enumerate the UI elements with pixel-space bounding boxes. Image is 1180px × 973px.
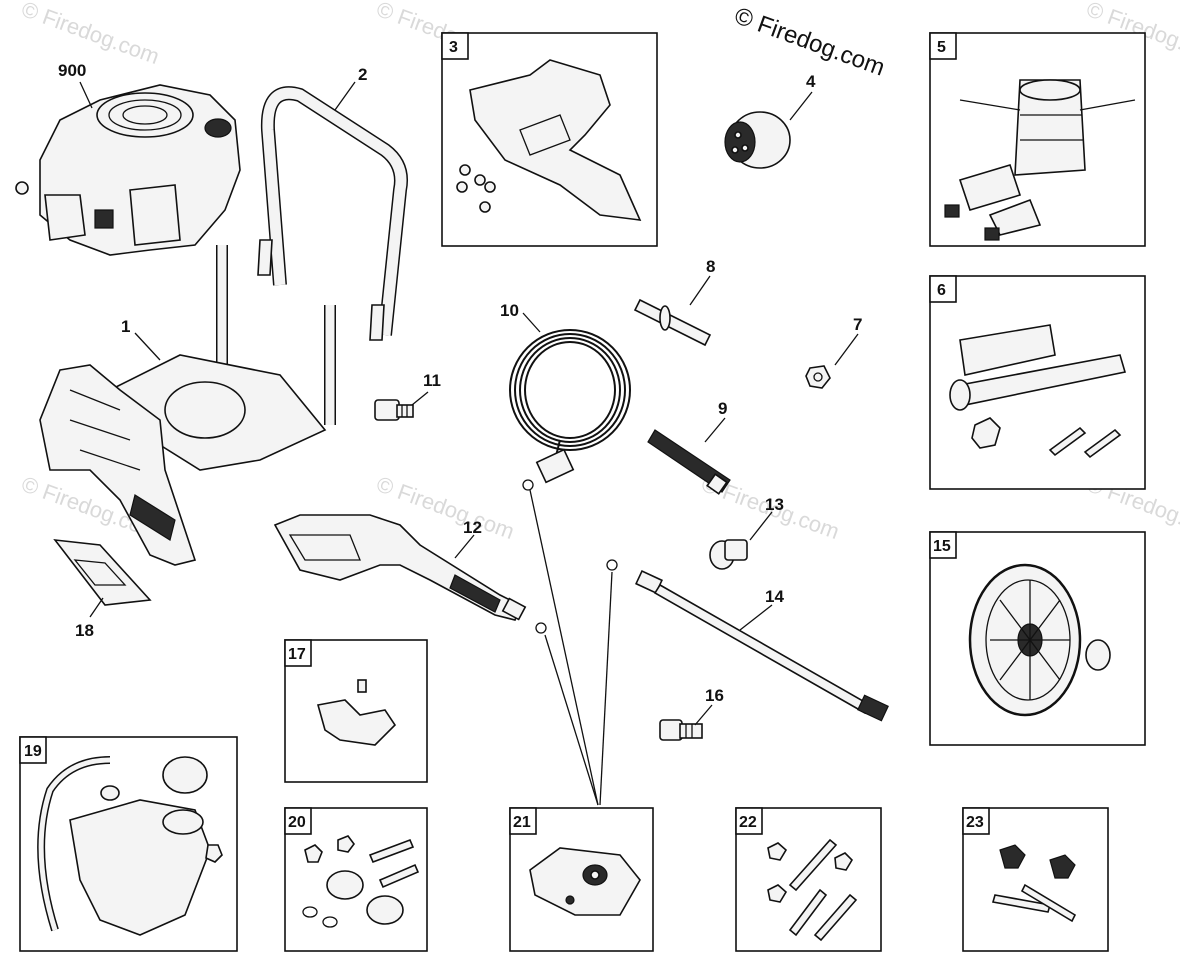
handle-drawing [257,86,408,341]
box-label-23: 23 [966,814,984,831]
fitting-16-drawing [659,719,703,741]
copyright-text: © Firedog.com [731,2,888,81]
box-17 [284,639,428,783]
box-20 [284,807,428,952]
bracket-drawing [53,538,152,606]
callout-1: 1 [121,317,130,336]
fitting-11-drawing [374,399,414,421]
callout-11: 11 [423,371,441,390]
watermark: © Firedog.com [18,0,162,69]
box-6 [929,275,1146,490]
callout-2: 2 [358,65,367,84]
callout-12: 12 [463,518,482,537]
box-label-3: 3 [449,39,458,56]
callout-14: 14 [765,587,784,606]
wand-drawing [606,559,889,722]
spray-gun-drawing [273,514,547,634]
callout-16: 16 [705,686,724,705]
box-label-22: 22 [739,814,757,831]
callout-18: 18 [75,621,94,640]
box-23 [962,807,1109,952]
frame-drawing [39,245,336,566]
box-21 [509,807,654,952]
callout-9: 9 [718,399,727,418]
callout-8: 8 [706,257,715,276]
strap-drawing [647,429,731,495]
box-label-20: 20 [288,814,306,831]
fitting-13-drawing [709,539,748,570]
leader-lines [79,81,859,806]
box-19 [19,736,238,952]
box-label-15: 15 [933,538,951,555]
box-label-5: 5 [937,39,946,56]
box-15 [929,531,1146,746]
box-label-19: 19 [24,743,42,760]
box-3 [441,32,658,247]
callout-900: 900 [58,61,86,80]
box-label-21: 21 [513,814,531,831]
box-22 [735,807,882,952]
nut-drawing [805,365,831,389]
box-label-17: 17 [288,646,306,663]
engine-drawing [15,84,241,256]
box-labels: 3 5 6 15 17 19 20 21 22 23 [24,39,984,831]
nozzle-drawing [724,111,791,169]
callout-4: 4 [806,72,816,91]
box-label-6: 6 [937,282,946,299]
hose-drawing [509,329,631,491]
shaft-drawing [633,298,712,347]
callout-13: 13 [765,495,784,514]
callout-7: 7 [853,315,862,334]
box-5 [929,32,1146,247]
callout-labels: 900 2 1 4 8 7 10 11 9 13 12 14 16 18 [58,61,862,705]
callout-10: 10 [500,301,519,320]
